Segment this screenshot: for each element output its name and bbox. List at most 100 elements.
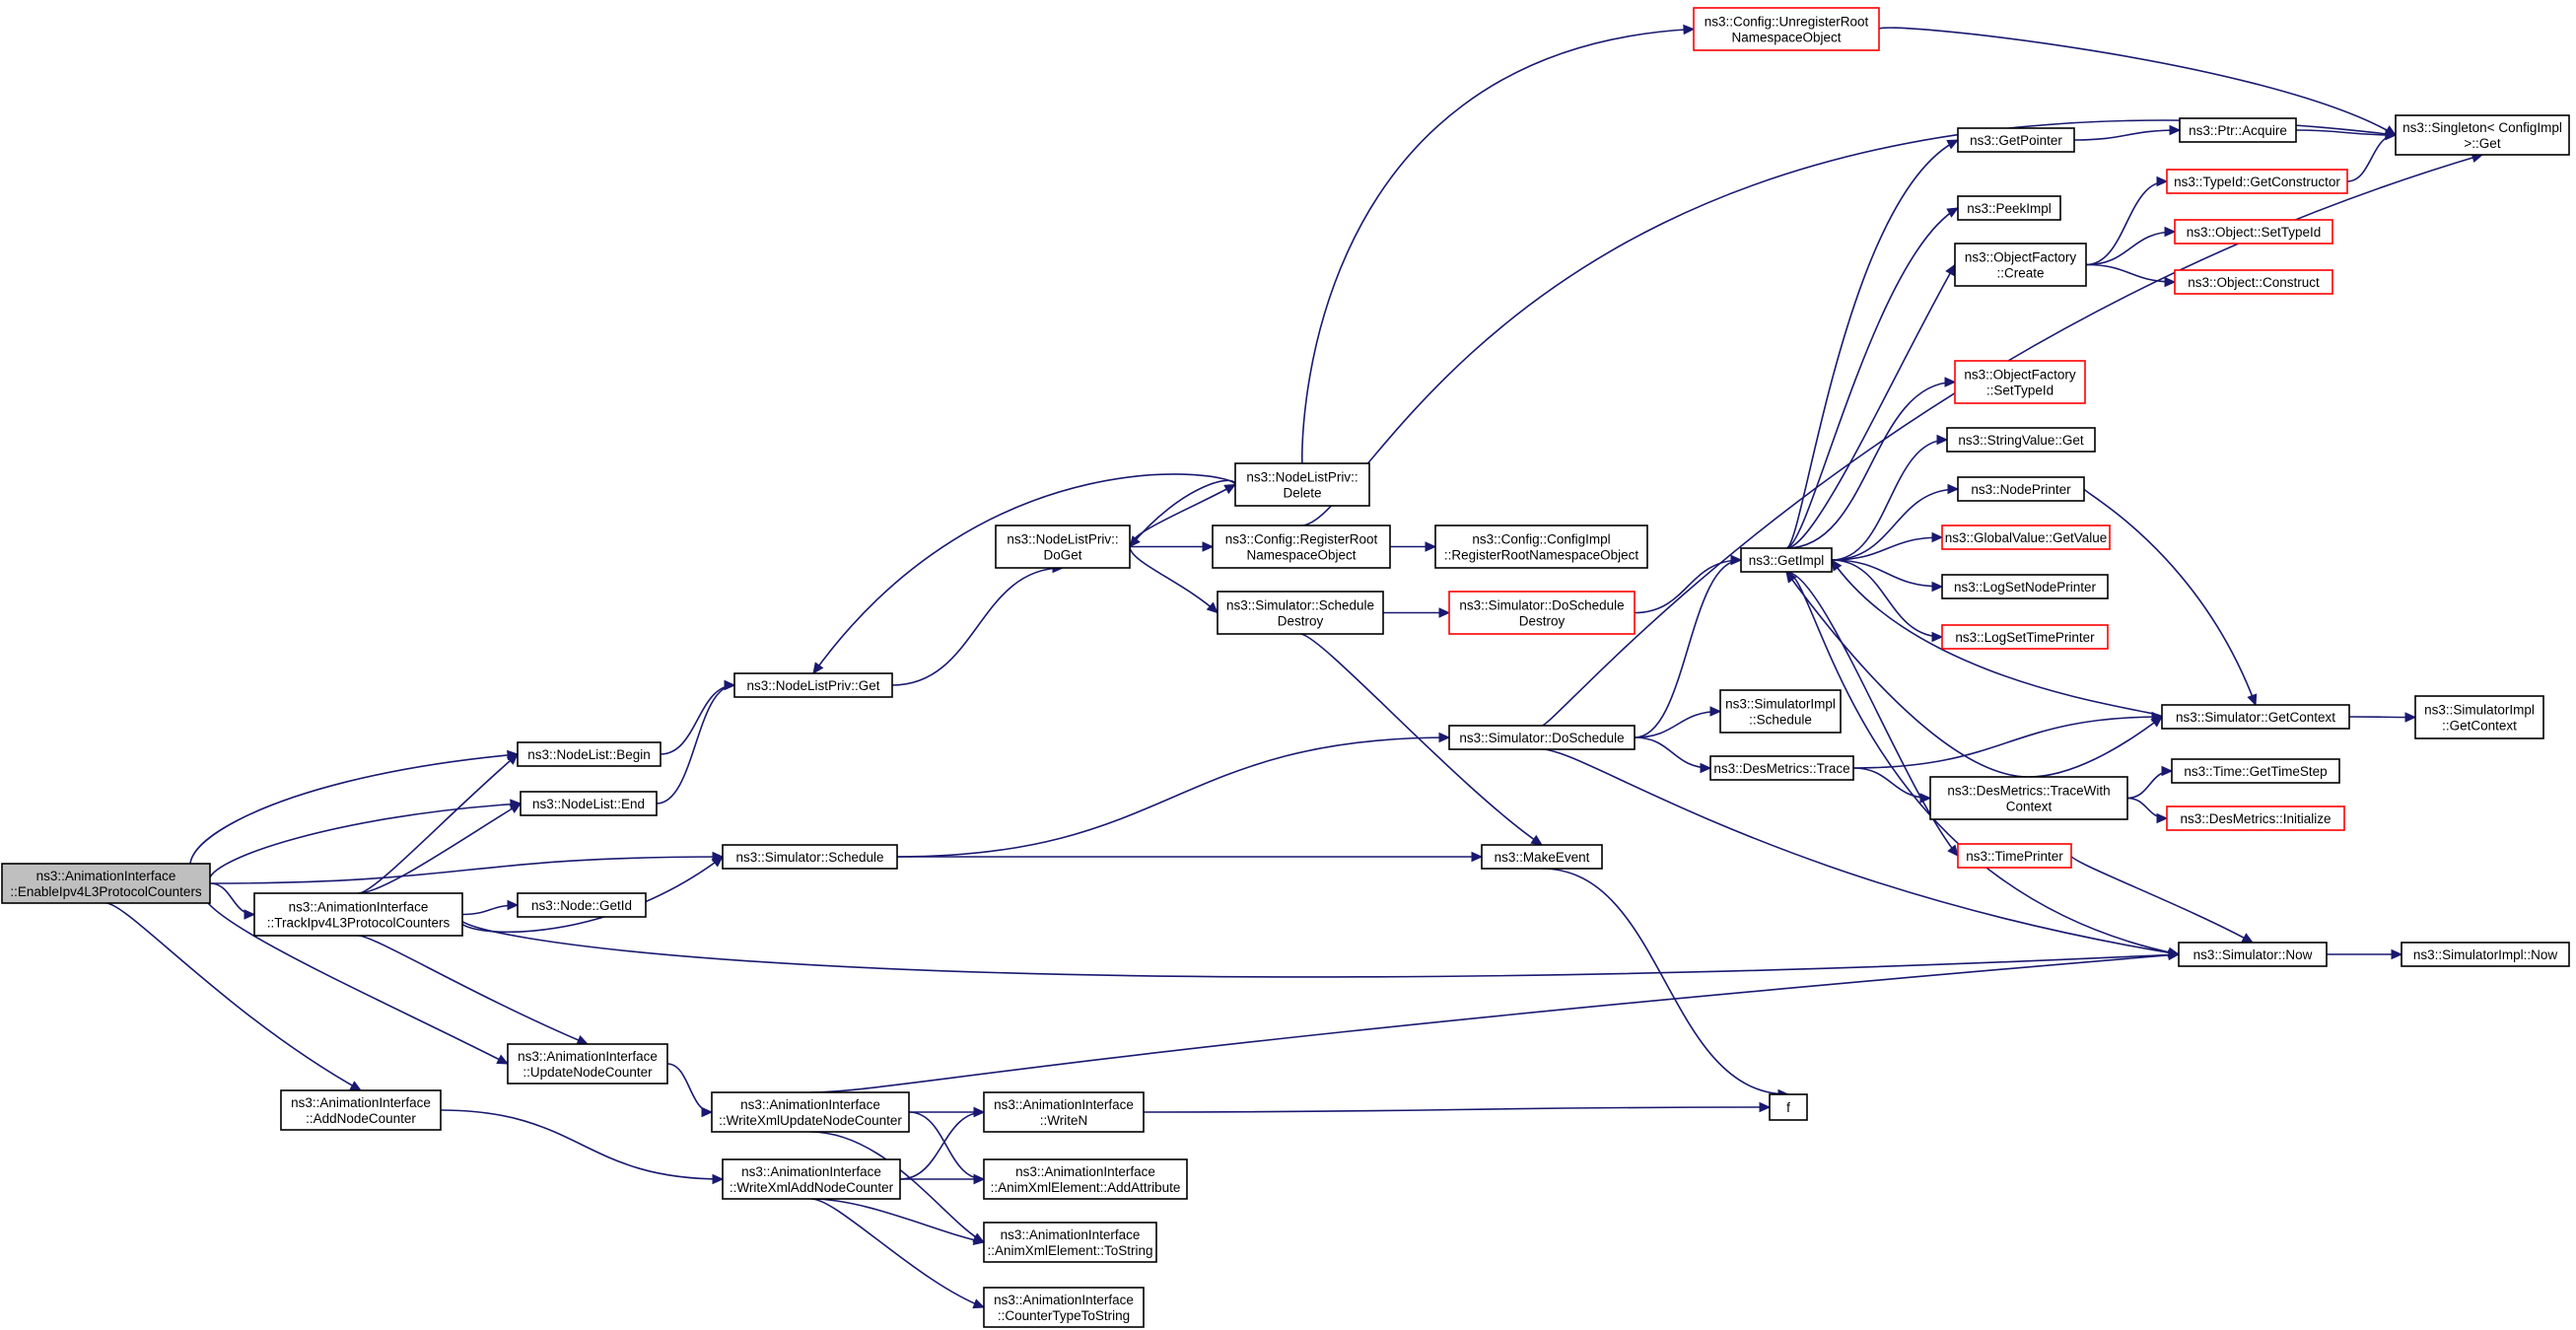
- node-label: ns3::NodeList::Begin: [527, 747, 651, 762]
- call-edge: [2126, 797, 2169, 824]
- function-node[interactable]: ns3::AnimationInterface::UpdateNodeCount…: [507, 1043, 668, 1085]
- node-box: [1709, 755, 1854, 781]
- node-label: ::AnimXmlElement::ToString: [987, 1243, 1152, 1258]
- function-node[interactable]: ns3::Object::SetTypeId: [2174, 219, 2333, 245]
- function-node[interactable]: ns3::LogSetNodePrinter: [1941, 574, 2109, 599]
- call-edge: [809, 949, 2181, 1093]
- edge-line: [2126, 770, 2173, 800]
- function-node[interactable]: ns3::Singleton< ConfigImpl >::Get: [2395, 114, 2570, 156]
- arrowhead: [1931, 581, 1944, 593]
- function-node[interactable]: ns3::Simulator::GetContext: [2161, 704, 2350, 730]
- function-node[interactable]: ns3::GlobalValue::GetValue: [1941, 525, 2111, 550]
- edge-line: [358, 753, 519, 894]
- node-box: [1941, 574, 2109, 599]
- edge-line: [1785, 207, 1959, 549]
- edge-line: [1541, 748, 2180, 955]
- function-node[interactable]: ns3::NodeList::End: [520, 791, 658, 816]
- function-node[interactable]: ns3::PeekImpl: [1957, 195, 2061, 221]
- call-edges: [105, 24, 2484, 1309]
- function-node[interactable]: ns3::Config::ConfigImpl::RegisterRootNam…: [1434, 525, 1648, 569]
- node-label: Delete: [1283, 486, 1321, 501]
- call-edge: [2348, 712, 2417, 723]
- node-label: ns3::Ptr::Acquire: [2189, 123, 2287, 138]
- node-label: ns3::Simulator::GetContext: [2176, 710, 2335, 725]
- function-node[interactable]: ns3::DesMetrics::Trace: [1709, 755, 1854, 781]
- function-node[interactable]: ns3::SimulatorImpl::Now: [2401, 942, 2570, 967]
- function-node[interactable]: ns3::AnimationInterface::WriteXmlAddNode…: [722, 1158, 901, 1200]
- node-label: ns3::GlobalValue::GetValue: [1945, 530, 2108, 545]
- arrowhead: [1438, 732, 1451, 743]
- node-label: ns3::TypeId::GetConstructor: [2174, 175, 2340, 189]
- function-node[interactable]: ns3::ObjectFactory::SetTypeId: [1954, 360, 2086, 404]
- arrowhead: [2164, 226, 2177, 238]
- function-node[interactable]: ns3::GetImpl: [1740, 547, 1833, 573]
- function-node[interactable]: ns3::Node::GetId: [517, 892, 647, 918]
- function-node[interactable]: ns3::AnimationInterface::AnimXmlElement:…: [983, 1158, 1188, 1200]
- arrowhead: [509, 803, 522, 813]
- edge-line: [2073, 129, 2181, 141]
- function-node[interactable]: ns3::MakeEvent: [1481, 844, 1603, 870]
- function-node[interactable]: ns3::Object::Construct: [2174, 269, 2333, 295]
- edge-line: [1541, 868, 1789, 1095]
- function-node[interactable]: ns3::GetPointer: [1957, 127, 2075, 153]
- node-label: Destroy: [1519, 614, 1566, 629]
- node-label: ns3::ObjectFactory: [1964, 368, 2076, 383]
- function-node[interactable]: ns3::StringValue::Get: [1946, 427, 2096, 453]
- node-box: [1941, 525, 2111, 550]
- edge-line: [1852, 767, 1931, 800]
- function-node[interactable]: ns3::Simulator::Schedule: [722, 844, 898, 870]
- function-node[interactable]: ns3::AnimationInterface::WriteN: [983, 1091, 1145, 1133]
- function-node[interactable]: ns3::Simulator::DoSchedule: [1448, 725, 1636, 750]
- arrowhead: [1438, 607, 1451, 618]
- function-node[interactable]: ns3::DesMetrics::Initialize: [2166, 805, 2345, 831]
- call-edge: [358, 803, 522, 894]
- function-node[interactable]: ns3::AnimationInterface::AddNodeCounter: [280, 1089, 442, 1131]
- function-node[interactable]: ns3::NodeListPriv::Delete: [1234, 462, 1370, 507]
- function-node[interactable]: ns3::AnimationInterface::WriteXmlUpdateN…: [711, 1091, 910, 1133]
- arrowhead: [1700, 762, 1712, 774]
- call-edge: [440, 1109, 725, 1185]
- function-node[interactable]: ns3::TimePrinter: [1957, 843, 2072, 869]
- node-box: [733, 672, 893, 698]
- node-label: ns3::Simulator::DoSchedule: [1459, 598, 1624, 613]
- function-node[interactable]: ns3::Ptr::Acquire: [2179, 117, 2297, 143]
- function-node[interactable]: ns3::Config::UnregisterRootNamespaceObje…: [1693, 7, 1880, 51]
- call-edge: [1634, 736, 1712, 774]
- function-node[interactable]: ns3::ObjectFactory::Create: [1954, 243, 2087, 287]
- node-label: ns3::GetImpl: [1749, 553, 1825, 568]
- function-node[interactable]: ns3::AnimationInterface::TrackIpv4L3Prot…: [253, 892, 463, 937]
- function-node[interactable]: ns3::LogSetTimePrinter: [1941, 624, 2109, 650]
- node-box: [1946, 427, 2096, 453]
- function-node[interactable]: ns3::Config::RegisterRootNamespaceObject: [1212, 525, 1391, 569]
- function-node[interactable]: ns3::AnimationInterface::EnableIpv4L3Pro…: [1, 863, 211, 904]
- function-node[interactable]: ns3::NodePrinter: [1957, 476, 2085, 502]
- arrowhead: [1129, 535, 1141, 548]
- function-node[interactable]: ns3::NodeListPriv::Get: [733, 672, 893, 698]
- call-edge: [1389, 541, 1437, 552]
- function-node[interactable]: ns3::SimulatorImpl::GetContext: [2414, 695, 2544, 739]
- node-label: ns3::AnimationInterface: [1015, 1164, 1155, 1179]
- function-node[interactable]: ns3::AnimationInterface::CounterTypeToSt…: [983, 1287, 1145, 1328]
- function-node[interactable]: ns3::AnimationInterface::AnimXmlElement:…: [983, 1222, 1157, 1263]
- node-box: [1481, 844, 1603, 870]
- node-box: [2414, 695, 2544, 739]
- arrowhead: [1946, 139, 1960, 150]
- function-node[interactable]: ns3::Simulator::Now: [2178, 942, 2328, 967]
- node-box: [517, 741, 661, 767]
- call-edge: [656, 679, 736, 805]
- function-node[interactable]: ns3::SimulatorImpl::Schedule: [1719, 689, 1842, 734]
- function-node[interactable]: ns3::NodeListPriv::DoGet: [995, 525, 1131, 569]
- node-box: [253, 892, 463, 937]
- function-node[interactable]: f: [1769, 1093, 1808, 1121]
- function-node[interactable]: ns3::Time::GetTimeStep: [2171, 758, 2340, 784]
- edge-line: [1634, 736, 1711, 769]
- node-label: f: [1786, 1100, 1790, 1115]
- edge-line: [1634, 559, 1742, 738]
- node-label: Context: [2006, 800, 2053, 814]
- function-node[interactable]: ns3::NodeList::Begin: [517, 741, 661, 767]
- function-node[interactable]: ns3::TypeId::GetConstructor: [2166, 169, 2348, 194]
- edge-line: [1831, 536, 1943, 561]
